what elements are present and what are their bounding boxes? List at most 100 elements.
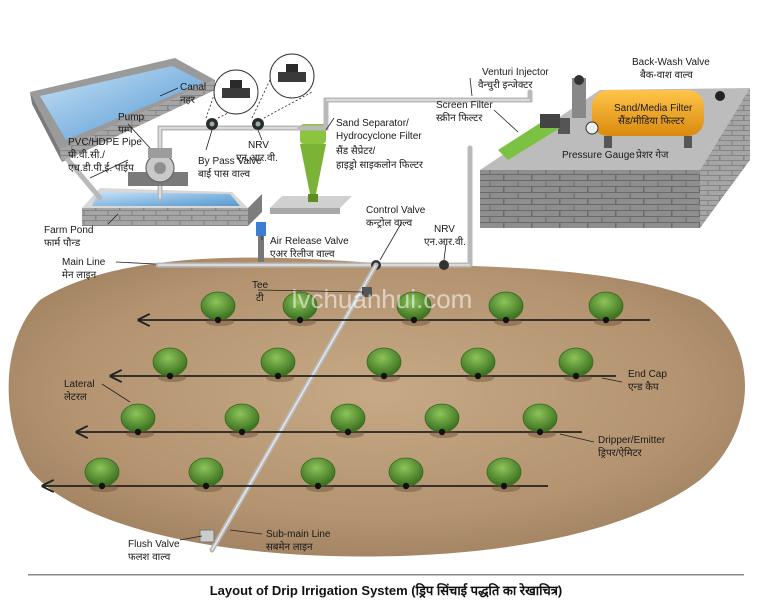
label-media-filter-hi: सैंड/मीडिया फिल्टर	[618, 115, 685, 127]
label-air-release: Air Release Valve	[270, 236, 349, 247]
plant	[558, 347, 594, 382]
plant	[152, 347, 188, 382]
plant	[188, 457, 224, 492]
label-sub-main-hi: सबमेन लाइन	[266, 541, 313, 553]
sand-media-filter	[592, 90, 704, 148]
nrv-valve-1	[252, 118, 264, 130]
plant	[282, 291, 318, 326]
label-dripper: Dripper/Emitter	[598, 435, 666, 446]
lateral-rows	[44, 320, 650, 486]
label-pump-hi: पम्प	[118, 125, 133, 136]
back-wash-valve	[715, 91, 725, 101]
label-main-line: Main Line	[62, 257, 106, 268]
dripper-emitter	[166, 372, 174, 380]
hydrocyclone-filter	[270, 124, 352, 214]
label-bypass-hi: बाई पास वाल्व	[198, 168, 250, 180]
dripper-emitter	[438, 428, 446, 436]
label-lateral: Lateral	[64, 379, 95, 390]
plant	[200, 291, 236, 326]
label-farm-pond: Farm Pond	[44, 225, 93, 236]
plant	[522, 403, 558, 438]
label-end-cap-hi: एन्ड कैप	[628, 381, 659, 393]
label-pump: Pump	[118, 112, 145, 123]
pressure-gauge	[558, 118, 599, 135]
dripper-emitter	[572, 372, 580, 380]
plants	[84, 291, 624, 492]
dripper-emitter	[474, 372, 482, 380]
label-nrv2: NRV	[434, 224, 455, 235]
canal	[30, 58, 215, 162]
flush-valve	[199, 529, 215, 543]
label-flush-valve-hi: फलश वाल्व	[128, 552, 171, 563]
plant	[330, 403, 366, 438]
label-media-filter: Sand/Media Filter	[614, 103, 693, 114]
label-bypass: By Pass Valve	[198, 156, 262, 167]
nrv-valve-2	[439, 260, 449, 270]
dripper-emitter	[296, 316, 304, 324]
plant	[366, 347, 402, 382]
label-sand-separator-hi: सैंड सैप्रेटर/	[336, 145, 375, 157]
label-gauge-hi: प्रेशर गेज	[636, 149, 669, 161]
plant	[300, 457, 336, 492]
dripper-emitter	[502, 316, 510, 324]
label-screen-filter: Screen Filter	[436, 100, 493, 111]
label-venturi: Venturi Injector	[482, 67, 549, 78]
nrv-valve-zoom	[251, 53, 315, 119]
bypass-valve-zoom	[205, 69, 259, 119]
dripper-emitter	[344, 428, 352, 436]
dripper-emitter	[536, 428, 544, 436]
dripper-emitter	[134, 428, 142, 436]
pump	[128, 148, 188, 186]
label-farm-pond-hi: फार्म पौन्ड	[44, 237, 81, 249]
farm-pond	[82, 188, 262, 226]
label-tee: Tee	[252, 280, 269, 291]
soil-field	[8, 257, 746, 557]
plant	[120, 403, 156, 438]
suction-pipe	[65, 157, 103, 201]
label-screen-filter-hi: स्क्रीन फिल्टर	[436, 112, 483, 124]
label-pipe: PVC/HDPE Pipe	[68, 137, 142, 148]
dripper-emitter	[214, 316, 222, 324]
plant	[84, 457, 120, 492]
labels: Canal नहर Pump पम्प PVC/HDPE Pipe पी.वी.…	[44, 57, 710, 563]
dripper-emitter	[314, 482, 322, 490]
label-backwash: Back-Wash Valve	[632, 57, 710, 68]
tee	[362, 287, 372, 297]
watermark: lvchuanhui.com	[292, 284, 473, 314]
label-lateral-hi: लेटरल	[64, 391, 87, 403]
dripper-emitter	[410, 316, 418, 324]
label-tee-hi: टी	[256, 292, 264, 304]
label-canal-hi: नहर	[180, 95, 196, 106]
label-pipe-hi1: पी.वी.सी./	[68, 149, 105, 161]
label-pipe-hi2: एच.डी.पी.ई. पाईप	[68, 162, 134, 174]
label-backwash-hi: बैक-वाश वाल्व	[640, 69, 693, 81]
dripper-emitter	[98, 482, 106, 490]
delivery-pipe	[297, 89, 533, 131]
dripper-emitter	[274, 372, 282, 380]
dripper-emitter	[402, 482, 410, 490]
label-nrv1: NRV	[248, 140, 269, 151]
label-sub-main: Sub-main Line	[266, 529, 331, 540]
plant	[460, 347, 496, 382]
label-gauge: Pressure Gauge	[562, 150, 635, 161]
caption-band	[28, 574, 744, 576]
dripper-emitter	[500, 482, 508, 490]
dripper-emitter	[380, 372, 388, 380]
label-control-valve: Control Valve	[366, 205, 426, 216]
air-release-valve	[256, 222, 266, 262]
dripper-emitter	[202, 482, 210, 490]
label-flush-valve: Flush Valve	[128, 539, 180, 550]
dripper-emitter	[602, 316, 610, 324]
plant	[488, 291, 524, 326]
dripper-emitter	[238, 428, 246, 436]
label-venturi-hi: वैन्चुरी इन्जेक्टर	[478, 79, 533, 91]
diagram-caption: Layout of Drip Irrigation System (ड्रिप …	[210, 582, 563, 599]
label-dripper-hi: ड्रिपर/ऐमिटर	[598, 447, 643, 459]
leader-lines	[89, 77, 623, 541]
bypass-valve	[206, 118, 218, 130]
label-air-release-hi: एअर रिलीज वाल्व	[270, 248, 335, 260]
label-sand-separator: Sand Separator/	[336, 118, 409, 129]
label-nrv2-hi: एन.आर.वी.	[424, 236, 466, 248]
label-control-valve-hi: कन्ट्रोल वाल्व	[366, 217, 413, 229]
